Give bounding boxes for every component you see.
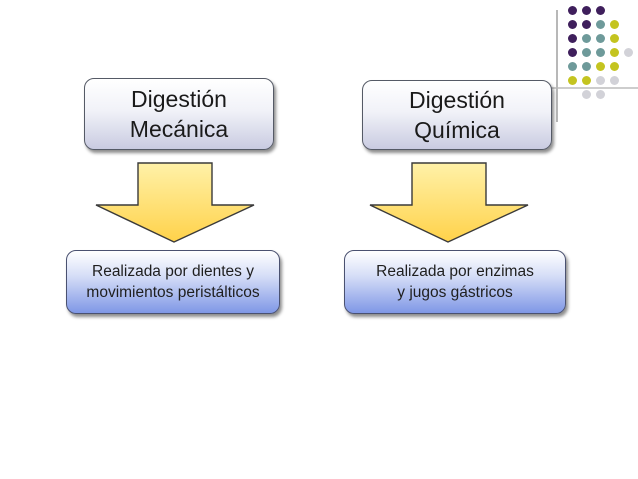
decorative-dot xyxy=(567,47,577,57)
decorative-dot xyxy=(609,75,619,85)
decorative-dot xyxy=(581,47,591,57)
node-quimica-description-line-2: y jugos gástricos xyxy=(397,284,513,301)
decorative-dot xyxy=(595,5,605,15)
decorative-dot xyxy=(609,47,619,57)
decorative-vertical-line xyxy=(556,10,558,122)
decorative-dot xyxy=(581,75,591,85)
decorative-dot xyxy=(595,89,605,99)
decorative-dot xyxy=(567,61,577,71)
down-arrow-left xyxy=(95,162,255,243)
down-arrow-right xyxy=(369,162,529,243)
decorative-dot xyxy=(609,19,619,29)
decorative-dot xyxy=(581,61,591,71)
node-mecanica-description: Realizada por dientes y movimientos peri… xyxy=(66,250,280,314)
node-mecanica-description-line-1: Realizada por dientes y xyxy=(92,263,254,280)
node-digestion-mecanica-line-1: Digestión xyxy=(131,86,227,112)
decorative-horizontal-line xyxy=(548,87,638,89)
decorative-dot xyxy=(581,89,591,99)
node-digestion-mecanica: Digestión Mecánica xyxy=(84,78,274,150)
decorative-dot xyxy=(581,5,591,15)
decorative-dot xyxy=(581,19,591,29)
node-digestion-quimica-line-2: Química xyxy=(414,117,500,143)
decorative-dot xyxy=(595,33,605,43)
decorative-dot xyxy=(567,33,577,43)
node-digestion-quimica: Digestión Química xyxy=(362,80,552,150)
node-digestion-mecanica-line-2: Mecánica xyxy=(129,116,229,142)
decorative-dot xyxy=(623,47,633,57)
decorative-dot xyxy=(595,19,605,29)
node-digestion-quimica-line-1: Digestión xyxy=(409,87,505,113)
decorative-dot xyxy=(609,33,619,43)
decorative-dot xyxy=(595,75,605,85)
decorative-dot xyxy=(567,5,577,15)
node-quimica-description-line-1: Realizada por enzimas xyxy=(376,263,534,280)
decorative-dot xyxy=(609,61,619,71)
decorative-dot xyxy=(567,19,577,29)
decorative-dot xyxy=(567,75,577,85)
decorative-dot xyxy=(595,61,605,71)
decorative-dot xyxy=(581,33,591,43)
node-mecanica-description-line-2: movimientos peristálticos xyxy=(86,284,260,301)
decorative-dot xyxy=(595,47,605,57)
node-quimica-description: Realizada por enzimas y jugos gástricos xyxy=(344,250,566,314)
